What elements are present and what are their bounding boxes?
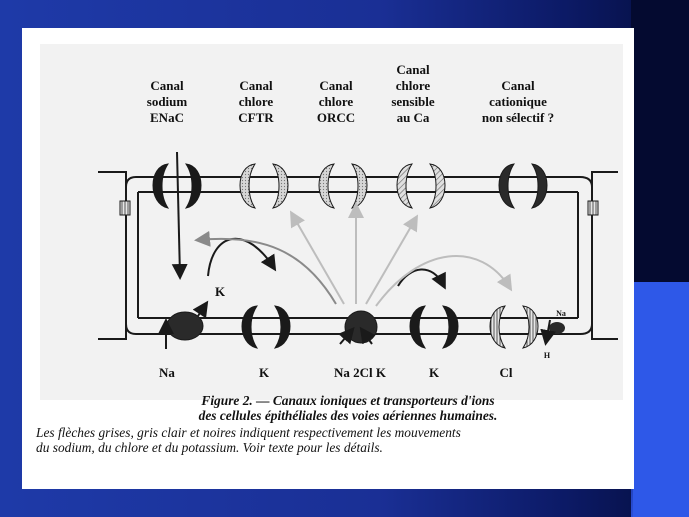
tight-junction-right — [587, 200, 599, 216]
label-line: chlore — [239, 94, 274, 109]
arrow-nkcc-1 — [338, 326, 355, 345]
arrow-nkcc-2 — [359, 326, 376, 345]
channel-cftr — [239, 163, 289, 209]
label-h-small: H — [544, 351, 551, 360]
ion-flux-arrows — [158, 151, 557, 349]
label-line: sensible — [391, 94, 435, 109]
arrow-k-pump — [192, 300, 209, 319]
k-channel-basolateral-1 — [241, 305, 291, 349]
na-k-pump — [166, 311, 204, 341]
arrow-h — [540, 319, 557, 346]
arrow-k-loop-right — [397, 268, 446, 290]
bottom-label-nkcc: Na 2Cl K — [334, 365, 387, 380]
label-line: au Ca — [397, 110, 430, 125]
arrow-light-cation — [375, 255, 513, 307]
tight-junction-left — [119, 200, 131, 216]
caption-body-line: du sodium, du chlore et du potassium. Vo… — [36, 440, 383, 455]
arrow-grey-left — [194, 230, 337, 305]
slide-content: Canal sodium ENaC Canal chlore CFTR Cana… — [22, 28, 634, 489]
figure-scan: Canal sodium ENaC Canal chlore CFTR Cana… — [40, 44, 623, 400]
label-line: Canal — [501, 78, 535, 93]
arrow-na-entry — [171, 151, 188, 280]
channel-label-orcc: Canal chlore ORCC — [317, 78, 355, 125]
label-na-small: Na — [556, 309, 566, 318]
bottom-label-k2: K — [429, 365, 440, 380]
cl-channel-basolateral — [489, 305, 539, 349]
label-line: ORCC — [317, 110, 355, 125]
label-line: CFTR — [238, 110, 274, 125]
bottom-label-cl: Cl — [500, 365, 513, 380]
arrow-light-cftr — [289, 210, 345, 305]
label-line: cationique — [489, 94, 547, 109]
label-line: Canal — [319, 78, 353, 93]
label-line: non sélectif ? — [482, 110, 554, 125]
channel-label-cation: Canal cationique non sélectif ? — [482, 78, 554, 125]
caption-title: Figure 2. — Canaux ioniques et transport… — [36, 393, 630, 423]
arrow-light-ca — [365, 214, 419, 305]
left-cell-edge — [98, 171, 127, 340]
label-line: chlore — [396, 78, 431, 93]
channel-cation — [498, 163, 548, 209]
bottom-label-k: K — [259, 365, 270, 380]
channel-label-cftr: Canal chlore CFTR — [238, 78, 274, 125]
label-line: sodium — [147, 94, 188, 109]
bottom-label-na: Na — [159, 365, 175, 380]
caption-body: Les flèches grises, gris clair et noires… — [36, 425, 630, 455]
right-cell-edge — [591, 171, 618, 340]
channel-enac — [152, 163, 202, 209]
caption-title-line: des cellules épithéliales des voies aéri… — [198, 408, 498, 423]
channel-label-enac: Canal sodium ENaC — [147, 78, 188, 125]
na-h-exchanger — [549, 322, 565, 334]
channel-ca-sensitive — [396, 163, 446, 209]
label-line: chlore — [319, 94, 354, 109]
caption-title-line: Figure 2. — Canaux ioniques et transport… — [201, 393, 495, 408]
label-k-inner: K — [215, 284, 226, 299]
nkcc-cotransporter — [344, 310, 378, 344]
ion-channel-diagram: Canal sodium ENaC Canal chlore CFTR Cana… — [98, 62, 618, 380]
channel-label-ca: Canal chlore sensible au Ca — [391, 62, 435, 125]
channel-orcc — [318, 163, 368, 209]
background-corner-block — [633, 282, 689, 517]
caption-body-line: Les flèches grises, gris clair et noires… — [36, 425, 461, 440]
label-line: Canal — [396, 62, 430, 77]
k-channel-basolateral-2 — [409, 305, 459, 349]
label-line: Canal — [239, 78, 273, 93]
label-line: ENaC — [150, 110, 184, 125]
label-line: Canal — [150, 78, 184, 93]
figure-caption: Figure 2. — Canaux ioniques et transport… — [36, 393, 630, 455]
